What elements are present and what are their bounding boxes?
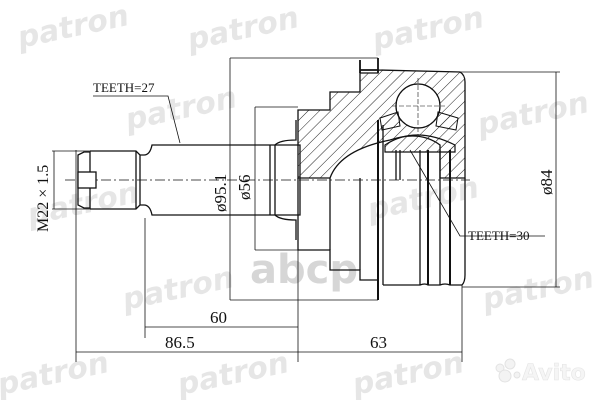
length-63-label: 63 <box>370 333 387 352</box>
thread-label: M22 × 1.5 <box>35 165 52 232</box>
avito-logo: Avito <box>522 361 586 386</box>
watermark-patron: patron <box>478 260 597 318</box>
housing-lower <box>297 120 466 300</box>
watermark-patron: patron <box>348 345 467 400</box>
dia-84-label: ø84 <box>537 169 556 195</box>
watermark-patron: patron <box>0 345 112 400</box>
stub-shaft <box>77 120 301 240</box>
teeth-30-label: TEETH=30 <box>468 228 529 243</box>
watermark-patron: patron <box>183 0 302 58</box>
housing-body <box>297 58 466 179</box>
dimension-lines <box>52 57 560 362</box>
length-60-label: 60 <box>210 308 227 327</box>
length-86-5-label: 86.5 <box>165 333 195 352</box>
dia-95-label: ø95.1 <box>211 174 230 212</box>
dia-56-label: ø56 <box>235 175 254 201</box>
watermark-patron: patron <box>173 345 292 400</box>
watermark-patron: patron <box>473 85 592 143</box>
avito-watermark: Avito <box>495 358 586 386</box>
dimension-labels: TEETH=27 TEETH=30 M22 × 1.5 ø95.1 ø56 ø8… <box>35 80 556 352</box>
watermark-patron: patron <box>13 0 132 56</box>
watermark-patron: patron <box>363 170 482 228</box>
watermark-patron: patron <box>368 0 487 58</box>
teeth-27-label: TEETH=27 <box>93 80 155 95</box>
